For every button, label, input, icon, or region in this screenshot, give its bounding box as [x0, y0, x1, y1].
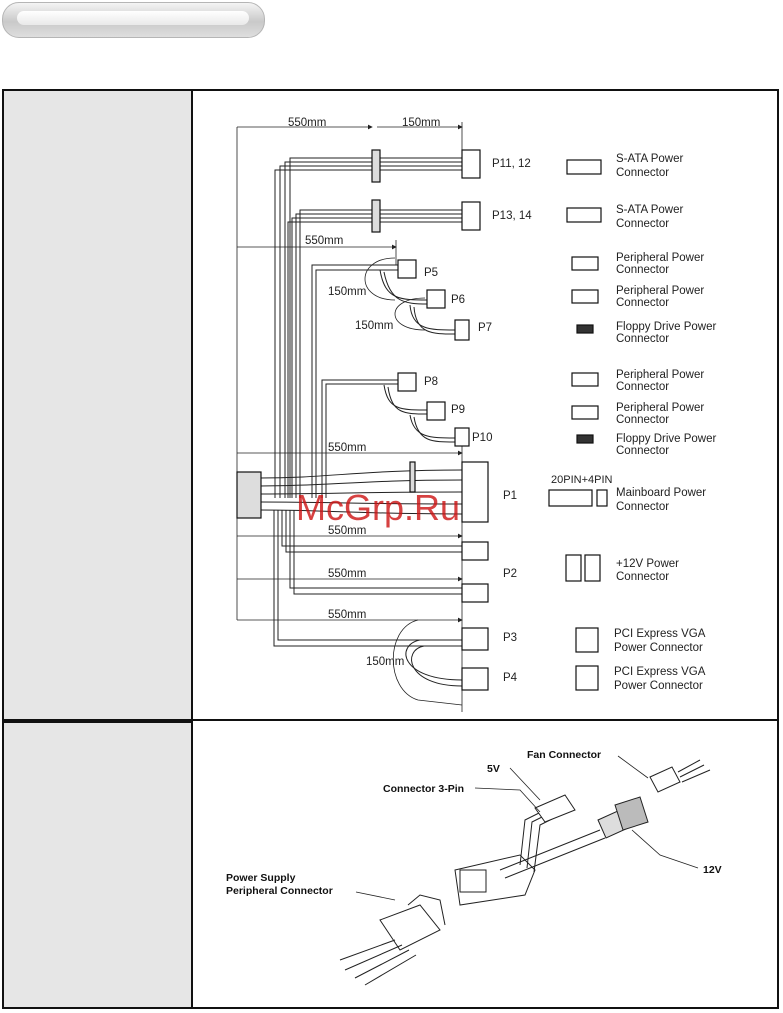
connector-label-p13-14: P13, 14	[492, 210, 532, 222]
section-header-pill	[2, 2, 265, 38]
legend-p6-line2: Connector	[616, 297, 669, 309]
connector-label-p4: P4	[503, 672, 518, 684]
connector-label-p2: P2	[503, 568, 517, 580]
psu-label-line1: Power Supply	[226, 872, 296, 884]
atx-connector-icon	[596, 489, 608, 507]
pcie-connector-icon	[575, 665, 599, 691]
dim-label-550-peripheral: 550mm	[305, 235, 343, 247]
molex-connector-icon	[571, 256, 599, 271]
connector-label-p11-12: P11, 12	[492, 158, 531, 170]
floppy-connector-icon	[576, 324, 594, 334]
row2-label-cell	[4, 721, 193, 1007]
legend-p2-line1: +12V Power	[616, 558, 679, 570]
pcie-connector-icon	[575, 627, 599, 653]
dim-label-150-p4: 150mm	[366, 656, 404, 668]
fan-connector-label: Fan Connector	[527, 749, 601, 761]
label-12v: 12V	[703, 864, 722, 876]
molex-connector-icon	[571, 372, 599, 387]
legend-icons	[548, 159, 608, 691]
legend-p10-line1: Floppy Drive Power	[616, 433, 717, 445]
connector-label-p5: P5	[424, 267, 438, 279]
dim-label-550-p2a: 550mm	[328, 525, 366, 537]
dim-label-150-top: 150mm	[402, 117, 440, 129]
legend-p8-line1: Peripheral Power	[616, 369, 704, 381]
legend-p8-line2: Connector	[616, 381, 669, 393]
label-5v: 5V	[487, 763, 500, 775]
legend-p3-line1: PCI Express VGA	[614, 628, 706, 640]
psu-label-line2: Peripheral Connector	[226, 885, 333, 897]
molex-connector-icon	[571, 405, 599, 420]
atx-pin-label: 20PIN+4PIN	[551, 474, 613, 486]
legend-p2-line2: Connector	[616, 571, 669, 583]
legend-p10-line2: Connector	[616, 445, 669, 457]
molex-connector-icon	[571, 289, 599, 304]
legend-p5-line1: Peripheral Power	[616, 252, 704, 264]
legend-p9-line1: Peripheral Power	[616, 402, 704, 414]
dim-label-150-p6: 150mm	[328, 286, 366, 298]
dim-label-550-p3: 550mm	[328, 609, 366, 621]
connector-label-p9: P9	[451, 404, 465, 416]
connector-3pin-label: Connector 3-Pin	[383, 783, 464, 795]
legend-p5-line2: Connector	[616, 264, 669, 276]
sata-connector-icon	[566, 207, 602, 223]
sata-connector-icon	[566, 159, 602, 175]
legend-p11-12-line1: S-ATA Power	[616, 153, 683, 165]
connector-label-p1: P1	[503, 490, 517, 502]
connector-label-p10: P10	[472, 432, 492, 444]
dim-label-550-p1: 550mm	[328, 442, 366, 454]
atx-connector-icon	[548, 489, 593, 507]
connector-heads	[236, 149, 489, 691]
legend-p1-line1: Mainboard Power	[616, 487, 706, 499]
connector-label-p6: P6	[451, 294, 465, 306]
legend-p4-line1: PCI Express VGA	[614, 666, 706, 678]
pill-highlight	[17, 11, 249, 25]
legend-p7-line2: Connector	[616, 333, 669, 345]
cable-bundles	[237, 157, 463, 687]
legend-p3-line2: Power Connector	[614, 642, 703, 654]
connector-label-p8: P8	[424, 376, 438, 388]
dim-label-150-p7: 150mm	[355, 320, 393, 332]
legend-p9-line2: Connector	[616, 414, 669, 426]
row-divider	[4, 719, 777, 721]
eps-connector-icon	[584, 554, 601, 582]
connector-label-p3: P3	[503, 632, 517, 644]
spec-table	[2, 89, 779, 1009]
legend-p11-12-line2: Connector	[616, 167, 669, 179]
connector-label-p7: P7	[478, 322, 492, 334]
dim-label-550-top: 550mm	[288, 117, 326, 129]
fan-adapter-drawing	[339, 759, 711, 986]
eps-connector-icon	[565, 554, 582, 582]
legend-p13-14-line2: Connector	[616, 218, 669, 230]
legend-p1-line2: Connector	[616, 501, 669, 513]
legend-p6-line1: Peripheral Power	[616, 285, 704, 297]
watermark-text: McGrp.Ru	[296, 487, 460, 528]
legend-p7-line1: Floppy Drive Power	[616, 321, 717, 333]
dim-label-550-p2b: 550mm	[328, 568, 366, 580]
floppy-connector-icon	[576, 434, 594, 444]
legend-p4-line2: Power Connector	[614, 680, 703, 692]
fan-adapter-leaders	[355, 755, 699, 901]
row1-label-cell	[4, 91, 193, 721]
legend-p13-14-line1: S-ATA Power	[616, 204, 683, 216]
